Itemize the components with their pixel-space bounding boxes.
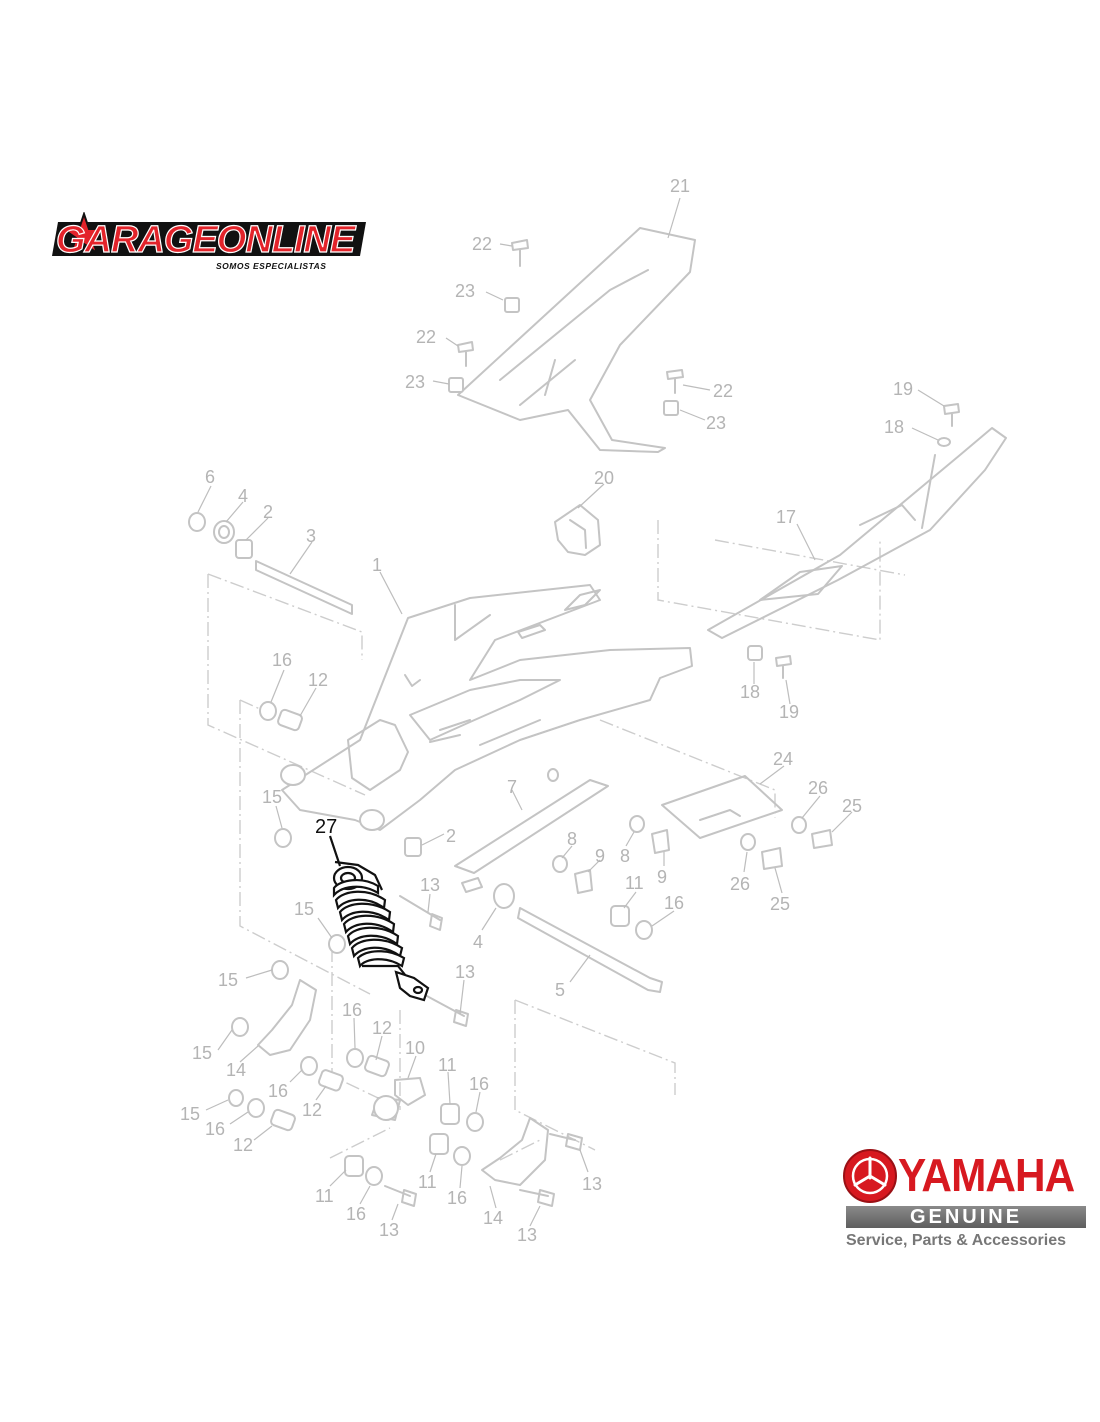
chain-guard-part <box>707 427 1007 639</box>
callout-8: 8 <box>567 829 577 849</box>
callout-19: 19 <box>779 702 799 722</box>
genuine-bar <box>846 1206 1086 1228</box>
garage-online-logo-graphic: GARAGEONLINE SOMOS ESPECIALISTAS <box>52 210 366 271</box>
callout-16: 16 <box>272 650 292 670</box>
callout-6: 6 <box>205 467 215 487</box>
callout-4: 4 <box>473 932 483 952</box>
genuine-wordmark: GENUINE <box>909 1206 1023 1228</box>
callout-26: 26 <box>730 874 750 894</box>
callout-16: 16 <box>342 1000 362 1020</box>
callout-24: 24 <box>773 749 793 769</box>
callout-4: 4 <box>238 486 248 506</box>
callout-5: 5 <box>555 980 565 1000</box>
rear-shock-absorber-part <box>332 860 430 1002</box>
service-parts-accessories-text: Service, Parts & Accessories <box>846 1232 1066 1249</box>
small-hardware-parts <box>228 239 960 1207</box>
callout-15: 15 <box>294 899 314 919</box>
callout-2: 2 <box>263 502 273 522</box>
callout-7: 7 <box>507 777 517 797</box>
callout-21: 21 <box>670 176 690 196</box>
callout-9: 9 <box>595 846 605 866</box>
callout-12: 12 <box>308 670 328 690</box>
swingarm-part <box>280 584 693 831</box>
yamaha-wordmark: YAMAHA <box>898 1149 1075 1201</box>
callout-14: 14 <box>226 1060 246 1080</box>
callout-16: 16 <box>346 1204 366 1224</box>
callout-20: 20 <box>594 468 614 488</box>
callout-22: 22 <box>472 234 492 254</box>
callout-15: 15 <box>192 1043 212 1063</box>
callout-23: 23 <box>405 372 425 392</box>
callout-25: 25 <box>842 796 862 816</box>
callout-16: 16 <box>469 1074 489 1094</box>
leader-lines <box>197 197 945 1227</box>
callout-15: 15 <box>262 787 282 807</box>
callout-16: 16 <box>205 1119 225 1139</box>
callout-12: 12 <box>372 1018 392 1038</box>
bracket-part <box>661 775 783 839</box>
pivot-shaft-part <box>255 560 353 615</box>
callout-25: 25 <box>770 894 790 914</box>
callout-18: 18 <box>740 682 760 702</box>
callout-22: 22 <box>713 381 733 401</box>
callout-9: 9 <box>657 867 667 887</box>
callout-23: 23 <box>455 281 475 301</box>
callout-2: 2 <box>446 826 456 846</box>
callout-18: 18 <box>884 417 904 437</box>
callout-22: 22 <box>416 327 436 347</box>
callout-13: 13 <box>379 1220 399 1240</box>
callout-16: 16 <box>664 893 684 913</box>
callout-16: 16 <box>447 1188 467 1208</box>
callout-26: 26 <box>808 778 828 798</box>
garage-online-logo: GARAGEONLINE SOMOS ESPECIALISTAS <box>48 210 368 272</box>
callout-13: 13 <box>420 875 440 895</box>
callout-labels: 21 22 23 22 23 22 23 19 18 6 4 2 3 20 17… <box>180 176 913 1245</box>
callout-15: 15 <box>180 1104 200 1124</box>
callout-1: 1 <box>372 555 382 575</box>
callout-13: 13 <box>582 1174 602 1194</box>
callout-12: 12 <box>302 1100 322 1120</box>
garage-tagline-text: SOMOS ESPECIALISTAS <box>216 261 326 271</box>
callout-17: 17 <box>776 507 796 527</box>
callout-13: 13 <box>517 1225 537 1245</box>
callout-11: 11 <box>418 1172 437 1192</box>
callout-19: 19 <box>893 379 913 399</box>
callout-11: 11 <box>315 1186 334 1206</box>
yamaha-tuning-fork-emblem-icon <box>843 1149 897 1203</box>
callout-12: 12 <box>233 1135 253 1155</box>
callout-15: 15 <box>218 970 238 990</box>
callout-11: 11 <box>625 873 644 893</box>
callout-14: 14 <box>483 1208 503 1228</box>
rear-fender-part <box>457 227 696 453</box>
yamaha-genuine-logo: YAMAHA GENUINE Service, Parts & Accessor… <box>840 1148 1090 1258</box>
callout-27-highlighted: 27 <box>315 816 337 838</box>
callout-10: 10 <box>405 1038 425 1058</box>
callout-16: 16 <box>268 1081 288 1101</box>
cover-part <box>554 504 601 556</box>
pivot-hardware-part <box>188 512 253 559</box>
callout-23: 23 <box>706 413 726 433</box>
callout-13: 13 <box>455 962 475 982</box>
callout-11: 11 <box>438 1055 457 1075</box>
tie-bar-part <box>454 768 609 893</box>
garage-brand-text: GARAGEONLINE <box>56 219 357 261</box>
callout-8: 8 <box>620 846 630 866</box>
callout-3: 3 <box>306 526 316 546</box>
